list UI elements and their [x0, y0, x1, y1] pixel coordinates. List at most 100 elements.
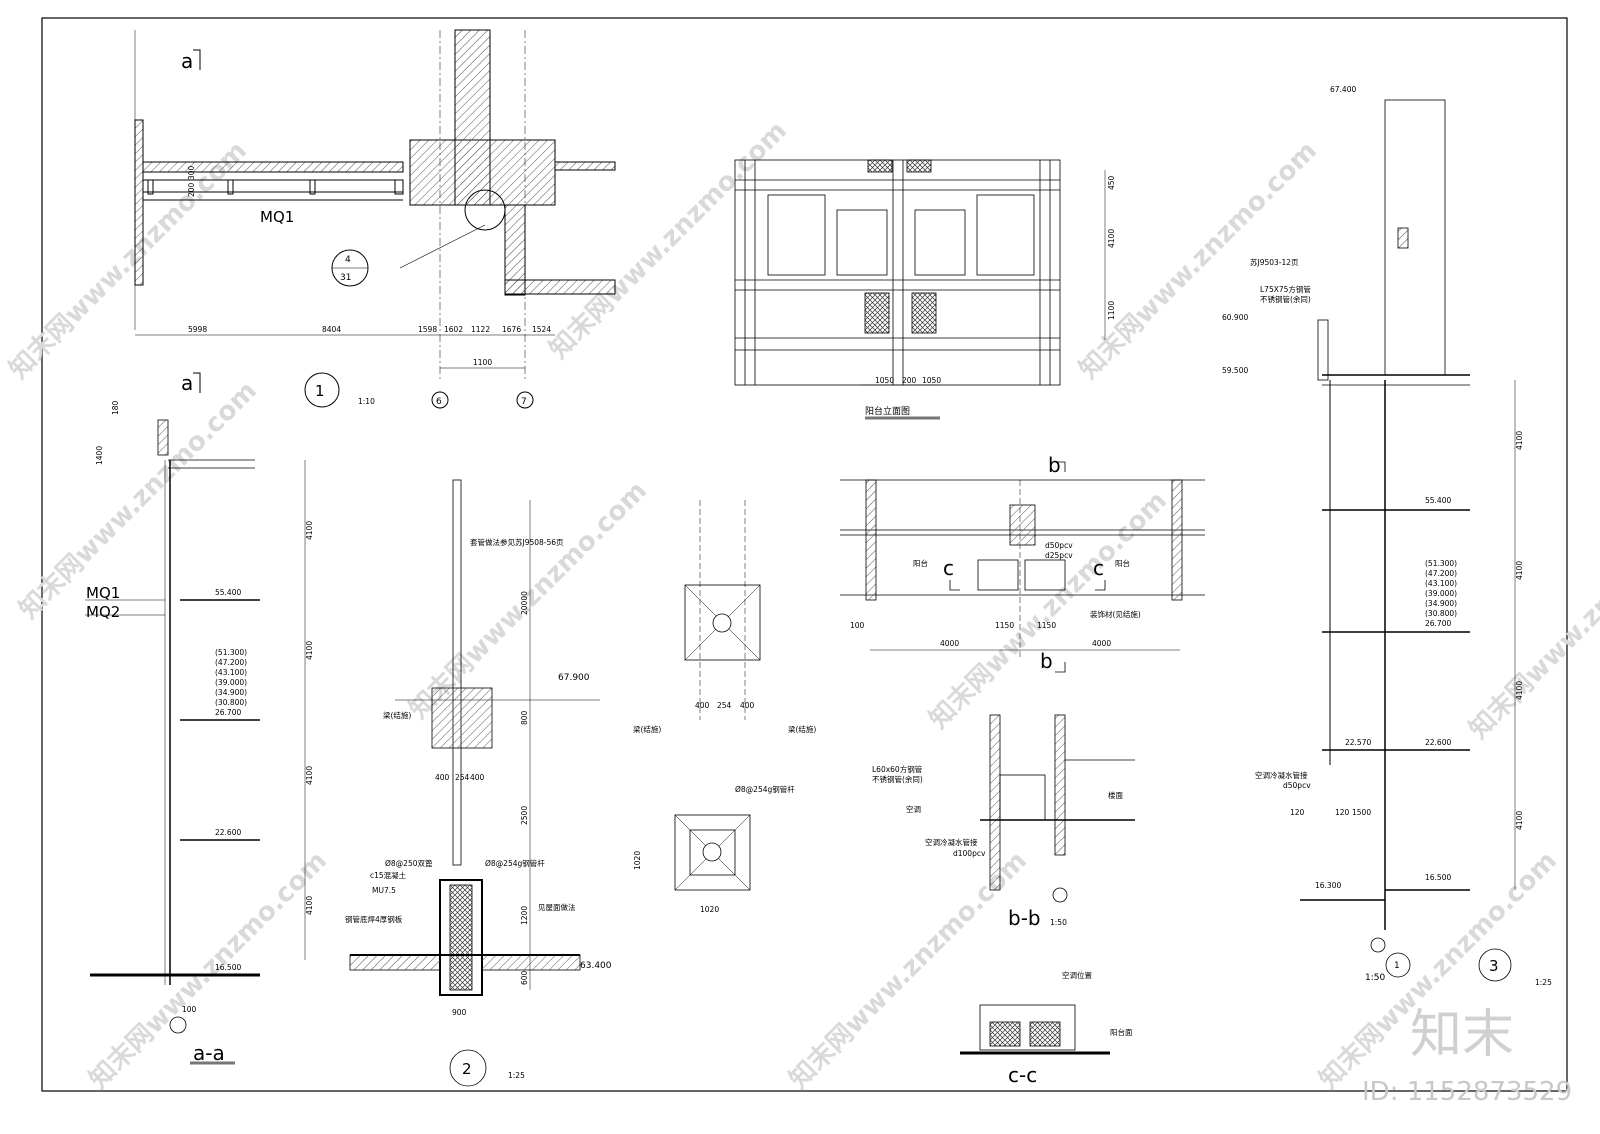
balcony-elevation-labels: 阳台立面图 1050 200 1050 450 4100 1100 [865, 175, 1116, 417]
dim: 4100 [1515, 811, 1524, 830]
section-mark-c-left: c [943, 556, 954, 580]
dim: 4100 [305, 896, 314, 915]
elevation: (51.300) [215, 648, 247, 657]
elevation: (51.300) [1425, 559, 1457, 568]
section-mark-a-bottom: a [181, 371, 193, 395]
rebar-note: Ø8@250双篦 [385, 858, 433, 868]
elevation: 26.700 [1425, 619, 1451, 628]
dim: 1050 [922, 376, 941, 385]
watermark: 知末网www.znzmo.com [544, 116, 793, 365]
dim: 900 [452, 1008, 467, 1017]
dim: 4100 [305, 521, 314, 540]
detail-ref-den: 31 [340, 273, 351, 283]
scale-1-10: 1:10 [358, 397, 375, 406]
dim: 20000 [520, 591, 529, 615]
dim: 4000 [1092, 639, 1111, 648]
scale: 1:50 [1365, 973, 1385, 983]
scale-1-25: 1:25 [508, 1071, 525, 1080]
elevation: (47.200) [215, 658, 247, 667]
base-plan-details [674, 500, 761, 891]
detail-2-labels: 套管做法参见苏J9508-56页 梁(结施) 67.900 20000 800 … [345, 537, 612, 1080]
elevation: 22.600 [215, 828, 241, 837]
deco-note: 装饰材(见结施) [1090, 609, 1141, 619]
dim: 4100 [305, 641, 314, 660]
section-aa [85, 419, 306, 1065]
section-aa-labels: MQ1 MQ2 a-a 55.400 (51.300) (47.200) (43… [86, 400, 314, 1065]
elevation: 67.400 [1330, 85, 1356, 94]
l75-note: L75X75方钢管 [1260, 284, 1311, 294]
bb-note: L60x60方钢管 [872, 764, 923, 774]
section-mark-b-bottom: b [1040, 649, 1053, 673]
cc-note: 空调位置 [1062, 970, 1092, 980]
section-bb [980, 714, 1135, 903]
beam-note: 梁(结施) [633, 724, 661, 734]
elevation: 55.400 [1425, 496, 1451, 505]
section-mark-c-right: c [1093, 556, 1104, 580]
section-mark-a-top: a [181, 49, 193, 73]
axis-6: 6 [436, 397, 442, 407]
bb-note: 楼面 [1108, 790, 1124, 800]
bb-note: 空调 [906, 804, 921, 814]
detail-3-labels: 67.400 苏J9503-12页 L75X75方钢管 不锈钢管(余同) 60.… [1222, 85, 1552, 987]
cc-note: 阳台面 [1110, 1027, 1133, 1037]
elevation: (43.100) [215, 668, 247, 677]
elevation: (34.900) [215, 688, 247, 697]
beam-note: 梁(结施) [788, 724, 816, 734]
dim: 8404 [322, 325, 341, 334]
elevation: (47.200) [1425, 569, 1457, 578]
plan-detail [134, 29, 616, 409]
mq1-label: MQ1 [86, 584, 120, 602]
watermark: 知末网www.znzmo.com [1464, 496, 1600, 745]
pipe-note: d50pcv [1283, 781, 1311, 790]
elevation: 67.900 [558, 673, 590, 683]
elevation: 16.500 [215, 963, 241, 972]
elevation: 22.600 [1425, 738, 1451, 747]
elevation: (39.000) [215, 678, 247, 687]
elevation: 26.700 [215, 708, 241, 717]
elevation: (43.100) [1425, 579, 1457, 588]
dim: 5998 [188, 325, 207, 334]
section-bb-labels: b-b 1:50 L60x60方钢管 不锈钢管(余同) 空调 空调冷凝水管接 d… [872, 764, 1124, 930]
section-bb-title: b-b [1008, 906, 1041, 930]
detail-ref-num: 4 [345, 255, 351, 265]
dim: 1150 [1037, 621, 1056, 630]
elevation: 63.400 [580, 961, 612, 971]
dim: 120 [1335, 808, 1350, 817]
dim: 300 [187, 165, 196, 180]
watermark: 知末网www.znzmo.com [4, 136, 253, 385]
dim: 1020 [700, 905, 719, 914]
dim: 1200 [520, 906, 529, 925]
bb-note: 不锈钢管(余同) [872, 774, 923, 784]
dim: 1524 [532, 325, 551, 334]
plan-labels: a a MQ1 4 31 1 1:10 6 7 5998 8404 1598 1… [181, 49, 551, 407]
dim: 4100 [1515, 681, 1524, 700]
dim: 400 [695, 701, 710, 710]
elevation: (30.800) [215, 698, 247, 707]
dim: 4100 [305, 766, 314, 785]
dim: 1020 [633, 851, 642, 870]
dim: 1602 [444, 325, 463, 334]
dim: 4100 [1515, 561, 1524, 580]
steel-plate-note: 钢管底焊4厚钢板 [345, 914, 403, 924]
dim: 400 [740, 701, 755, 710]
drain-note: 空调冷凝水管接 [1255, 770, 1308, 780]
dim: 120 [1290, 808, 1305, 817]
detail-3-number: 3 [1489, 957, 1499, 975]
balcony-elevation-title: 阳台立面图 [865, 405, 910, 417]
base-plan-labels: 梁(结施) 梁(结施) 400 254 400 Ø8@254g钢管杆 1020 … [633, 701, 816, 914]
elevation: (34.900) [1425, 599, 1457, 608]
mq1-label: MQ1 [260, 208, 294, 226]
elevation: (39.000) [1425, 589, 1457, 598]
pipe-d50: d50pcv [1045, 541, 1073, 550]
section-cc-title: c-c [1008, 1063, 1037, 1087]
elevation: 60.900 [1222, 313, 1248, 322]
dim: 4100 [1515, 431, 1524, 450]
section-mark-b-top: b [1048, 453, 1061, 477]
rebar-note: Ø8@254g钢管杆 [735, 784, 795, 794]
dim: 4100 [1107, 229, 1116, 248]
mortar-note: MU7.5 [372, 886, 396, 895]
dim: 2500 [520, 806, 529, 825]
section-aa-title: a-a [193, 1041, 225, 1065]
